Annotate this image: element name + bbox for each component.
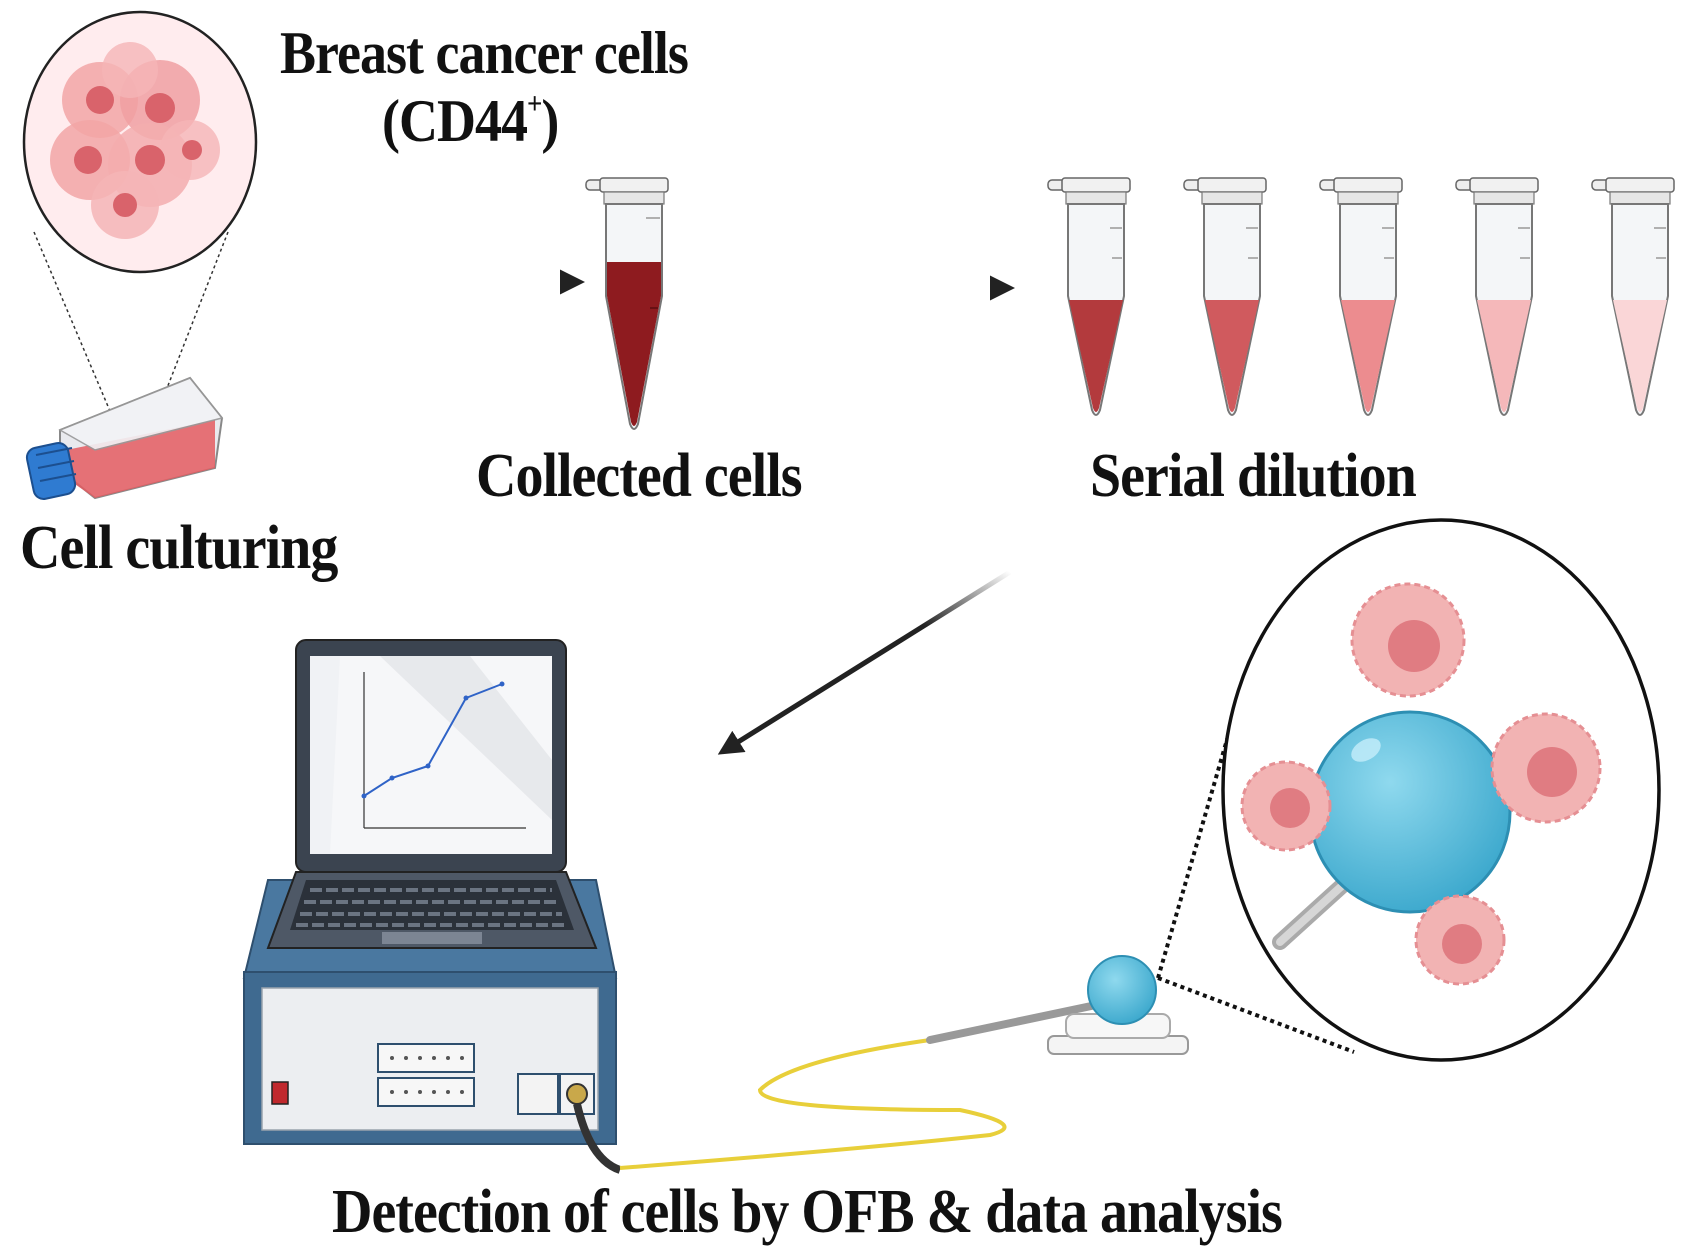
arrow-to-detection (717, 569, 1012, 755)
laptop (266, 639, 598, 949)
dilution-tube (1591, 177, 1675, 416)
fiber-connector (566, 1083, 588, 1105)
sensor-zoom (1221, 518, 1661, 1062)
label-cd44: (CD44+) (382, 86, 559, 155)
power-switch (271, 1081, 289, 1105)
label-detection: Detection of cells by OFB & data analysi… (332, 1177, 1283, 1247)
captured-cancer-cell (1350, 582, 1466, 698)
captured-cancer-cell (1414, 894, 1506, 986)
fiber-ball-sensor (1087, 955, 1157, 1025)
label-collected-cells: Collected cells (476, 441, 803, 511)
optical-fiber (573, 1001, 1100, 1174)
label-cd44-text: (CD44 (382, 87, 528, 155)
dilution-tube (1319, 177, 1403, 416)
serial-dilution-tubes (1047, 177, 1675, 416)
dilution-tube (1455, 177, 1539, 416)
label-cd44-close: ) (541, 87, 559, 155)
screen-line-graph (361, 672, 526, 829)
captured-cancer-cell (1240, 760, 1332, 852)
captured-cancer-cell (1490, 712, 1602, 824)
microsphere-bead (1308, 710, 1512, 914)
collected-cells-tube (585, 177, 669, 430)
cancer-cell-cluster (50, 42, 220, 239)
label-cd44-superscript: + (526, 86, 542, 121)
culture-flask (25, 376, 224, 500)
dilution-tube (1047, 177, 1131, 416)
label-cell-culturing: Cell culturing (20, 513, 338, 583)
dilution-tube (1183, 177, 1267, 416)
label-serial-dilution: Serial dilution (1090, 441, 1417, 511)
label-breast-cancer-cells: Breast cancer cells (280, 19, 689, 87)
cell-culture-zoom (22, 10, 258, 471)
sensor-stage (1047, 955, 1189, 1055)
